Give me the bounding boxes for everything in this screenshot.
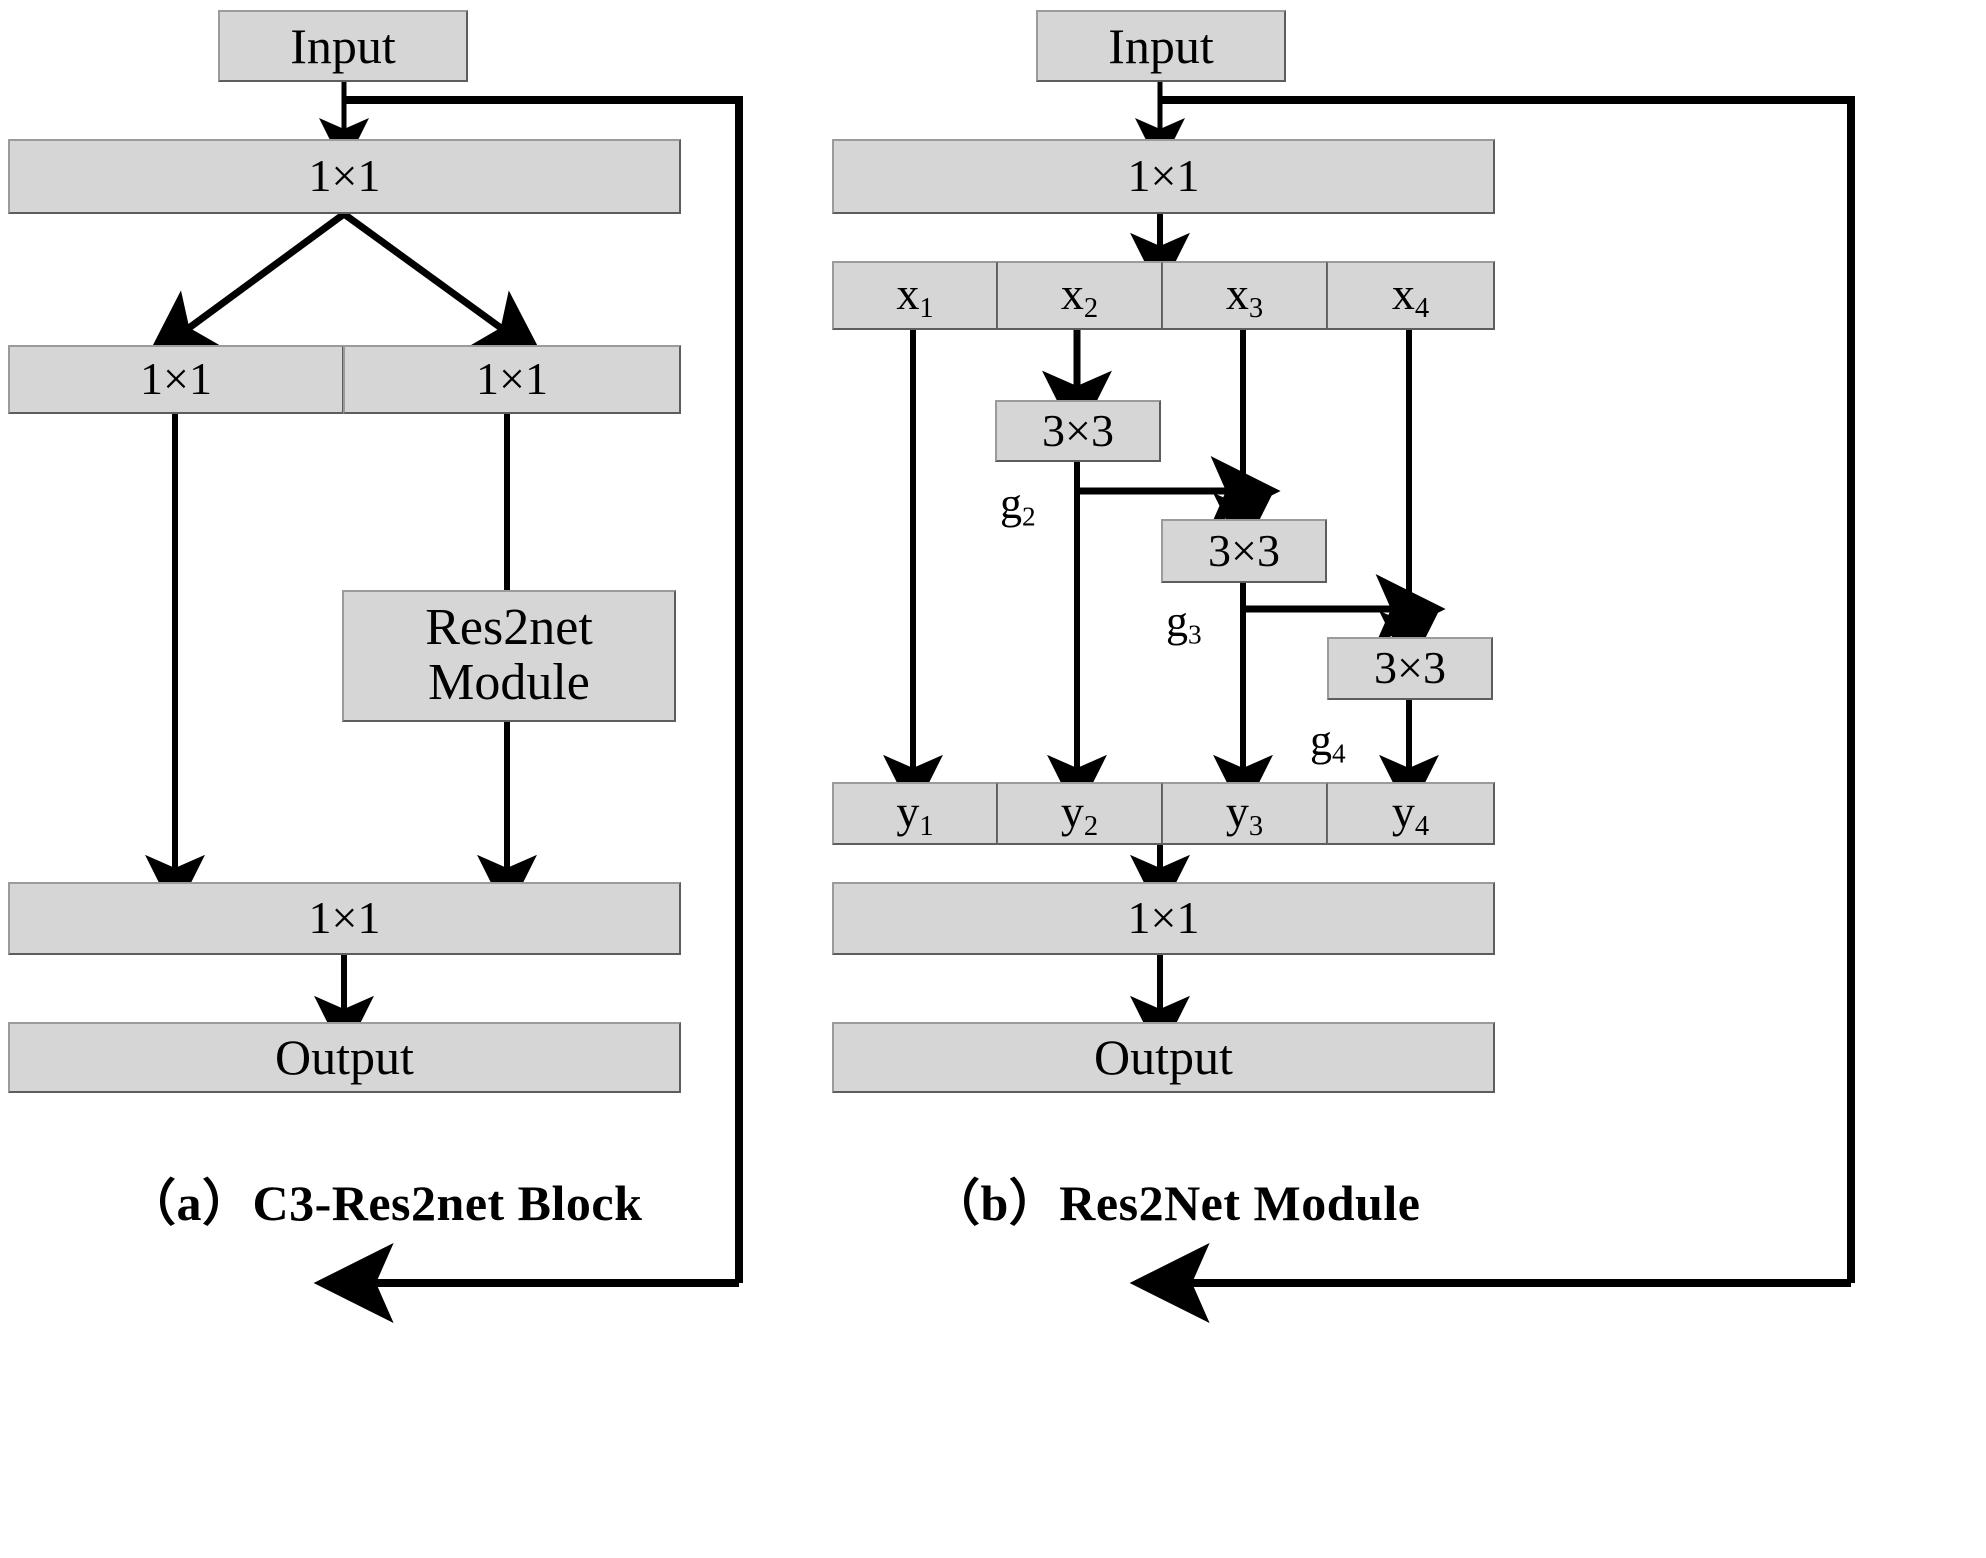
panel-b-split-x2-label: x2 <box>1060 267 1099 324</box>
panel-b-output-box[interactable]: Output <box>832 1022 1495 1093</box>
panel-a-caption: （a）C3-Res2net Block <box>126 1175 643 1231</box>
panel-b-input-box[interactable]: Input <box>1036 10 1286 82</box>
panel-b-merge-y3-label: y3 <box>1225 785 1264 842</box>
panel-b-split-x2[interactable]: x2 <box>997 261 1163 330</box>
panel-b-merge-y1-label: y1 <box>896 785 934 842</box>
panel-a-input-box[interactable]: Input <box>218 10 468 82</box>
panel-b-split-x1[interactable]: x1 <box>832 261 998 330</box>
panel-b-merge-y1[interactable]: y1 <box>832 782 998 845</box>
panel-b-conv-bottom-box[interactable]: 1×1 <box>832 882 1495 955</box>
panel-b-gate-g4-label: g4 <box>1310 716 1346 769</box>
panel-a-conv-right-box[interactable]: 1×1 <box>343 345 681 414</box>
edge-conv-split-left-a <box>145 211 347 361</box>
panel-b-conv3x3-1-box[interactable]: 3×3 <box>995 400 1161 462</box>
panel-b-merge-y3[interactable]: y3 <box>1162 782 1328 845</box>
panel-a-conv-left-box[interactable]: 1×1 <box>8 345 344 414</box>
panel-b-split-x1-label: x1 <box>896 267 934 324</box>
panel-b-conv-top-box[interactable]: 1×1 <box>832 139 1495 214</box>
panel-b-split-x3[interactable]: x3 <box>1162 261 1328 330</box>
panel-a-output-box[interactable]: Output <box>8 1022 681 1093</box>
panel-b-merge-y2[interactable]: y2 <box>997 782 1163 845</box>
edge-conv-split-right-a <box>341 211 545 360</box>
panel-b-merge-y4-label: y4 <box>1391 785 1430 842</box>
panel-a-conv-merge-box[interactable]: 1×1 <box>8 882 681 955</box>
panel-b-conv3x3-2-box[interactable]: 3×3 <box>1161 519 1327 583</box>
panel-b-split-x4-label: x4 <box>1391 267 1430 324</box>
panel-b-caption: （b）Res2Net Module <box>930 1175 1421 1231</box>
panel-b-split-x4[interactable]: x4 <box>1327 261 1495 330</box>
panel-a-conv-top-box[interactable]: 1×1 <box>8 139 681 214</box>
panel-b-split-x3-label: x3 <box>1225 267 1264 324</box>
panel-b-merge-y2-label: y2 <box>1060 785 1099 842</box>
panel-b-gate-g2-label: g2 <box>1000 479 1036 532</box>
panel-a-res2net-module-box[interactable]: Res2net Module <box>342 590 676 722</box>
panel-b-gate-g3-label: g3 <box>1166 597 1202 650</box>
panel-b-conv3x3-3-box[interactable]: 3×3 <box>1327 637 1493 700</box>
panel-b-merge-y4[interactable]: y4 <box>1327 782 1495 845</box>
